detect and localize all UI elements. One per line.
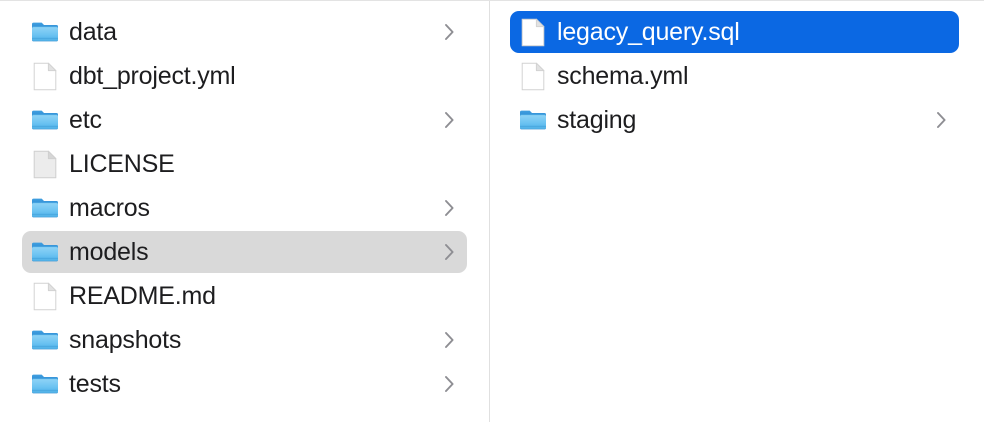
- folder-icon-glyph: [32, 198, 58, 218]
- finder-item-label-legacy-query-sql: legacy_query.sql: [557, 18, 740, 46]
- document-icon-glyph: [521, 62, 545, 90]
- chevron-right-icon-macros[interactable]: [441, 197, 457, 219]
- finder-item-license[interactable]: LICENSE: [0, 143, 489, 187]
- folder-icon: [518, 105, 548, 135]
- document-icon-glyph: [521, 18, 545, 46]
- finder-item-snapshots[interactable]: snapshots: [0, 319, 489, 363]
- finder-item-label-license: LICENSE: [69, 150, 175, 178]
- folder-icon: [30, 193, 60, 223]
- folder-icon: [30, 369, 60, 399]
- chevron-right-icon-models[interactable]: [441, 241, 457, 263]
- folder-icon-glyph: [32, 374, 58, 394]
- finder-item-data[interactable]: data: [0, 11, 489, 55]
- finder-item-label-snapshots: snapshots: [69, 326, 182, 354]
- document-icon: [518, 61, 548, 91]
- finder-item-snapshots-inner[interactable]: snapshots: [22, 319, 467, 361]
- finder-item-label-models: models: [69, 238, 149, 266]
- finder-item-label-tests: tests: [69, 370, 121, 398]
- folder-icon: [30, 17, 60, 47]
- folder-icon-glyph: [32, 242, 58, 262]
- finder-item-license-inner[interactable]: LICENSE: [22, 143, 467, 185]
- document-icon-glyph: [33, 150, 57, 178]
- finder-item-tests-inner[interactable]: tests: [22, 363, 467, 405]
- finder-item-label-staging: staging: [557, 106, 637, 134]
- finder-item-staging[interactable]: staging: [490, 99, 983, 143]
- folder-icon: [30, 325, 60, 355]
- chevron-right-icon-data[interactable]: [441, 21, 457, 43]
- finder-item-models[interactable]: models: [0, 231, 489, 275]
- generic-document-icon: [30, 149, 60, 179]
- folder-icon-glyph: [520, 110, 546, 130]
- chevron-right-icon-tests[interactable]: [441, 373, 457, 395]
- finder-item-models-inner[interactable]: models: [22, 231, 467, 273]
- document-icon: [518, 17, 548, 47]
- finder-item-etc[interactable]: etc: [0, 99, 489, 143]
- finder-item-schema-yml-inner[interactable]: schema.yml: [510, 55, 959, 97]
- document-icon-glyph: [33, 282, 57, 310]
- finder-item-dbt-project-yml[interactable]: dbt_project.yml: [0, 55, 489, 99]
- chevron-right-icon-etc[interactable]: [441, 109, 457, 131]
- finder-column-1[interactable]: data dbt_project.yml: [0, 1, 490, 422]
- finder-item-label-data: data: [69, 18, 117, 46]
- document-icon: [30, 281, 60, 311]
- finder-item-macros[interactable]: macros: [0, 187, 489, 231]
- finder-item-label-etc: etc: [69, 106, 102, 134]
- finder-item-label-macros: macros: [69, 194, 150, 222]
- document-icon-glyph: [33, 62, 57, 90]
- models-folder-column-rows: legacy_query.sql schema.yml: [490, 11, 983, 143]
- folder-icon-glyph: [32, 330, 58, 350]
- finder-item-macros-inner[interactable]: macros: [22, 187, 467, 229]
- finder-item-readme-md[interactable]: README.md: [0, 275, 489, 319]
- finder-item-label-dbt-project-yml: dbt_project.yml: [69, 62, 236, 90]
- folder-icon-glyph: [32, 22, 58, 42]
- folder-icon-glyph: [32, 110, 58, 130]
- finder-item-staging-inner[interactable]: staging: [510, 99, 959, 141]
- finder-item-etc-inner[interactable]: etc: [22, 99, 467, 141]
- document-icon: [30, 61, 60, 91]
- finder-item-legacy-query-sql-inner[interactable]: legacy_query.sql: [510, 11, 959, 53]
- finder-item-readme-md-inner[interactable]: README.md: [22, 275, 467, 317]
- folder-icon: [30, 237, 60, 267]
- finder-item-label-readme-md: README.md: [69, 282, 216, 310]
- finder-column-2[interactable]: legacy_query.sql schema.yml: [490, 1, 983, 422]
- finder-item-data-inner[interactable]: data: [22, 11, 467, 53]
- finder-item-schema-yml[interactable]: schema.yml: [490, 55, 983, 99]
- chevron-right-icon-staging[interactable]: [933, 109, 949, 131]
- finder-item-legacy-query-sql[interactable]: legacy_query.sql: [490, 11, 983, 55]
- finder-item-tests[interactable]: tests: [0, 363, 489, 407]
- project-root-column-rows: data dbt_project.yml: [0, 11, 489, 407]
- chevron-right-icon-snapshots[interactable]: [441, 329, 457, 351]
- folder-icon: [30, 105, 60, 135]
- finder-item-dbt-project-yml-inner[interactable]: dbt_project.yml: [22, 55, 467, 97]
- finder-item-label-schema-yml: schema.yml: [557, 62, 689, 90]
